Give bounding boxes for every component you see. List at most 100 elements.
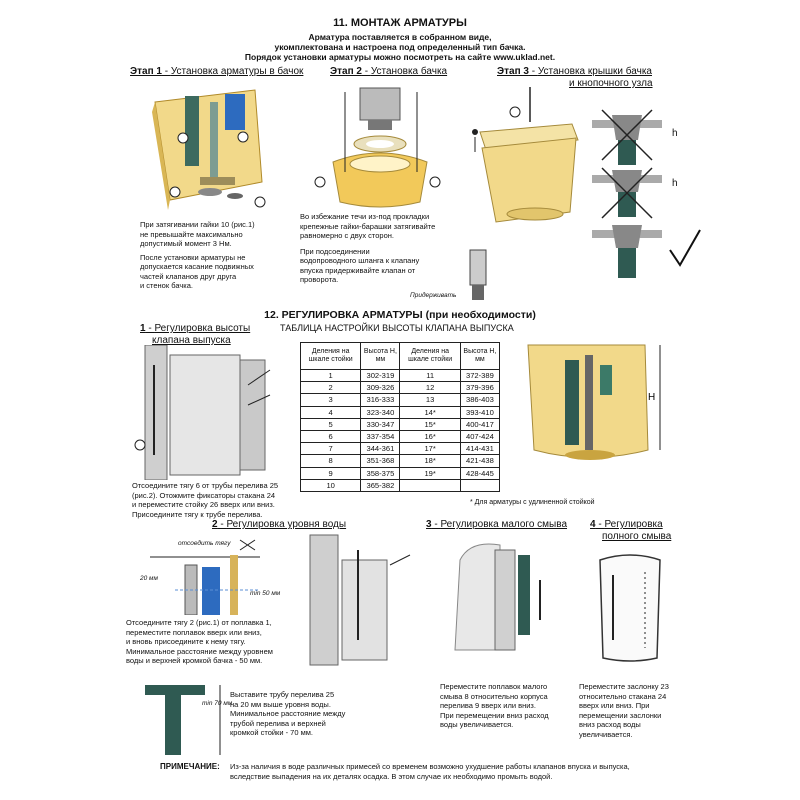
table-cell: 7 — [299, 442, 362, 456]
note-line: Минимальное расстояние между — [230, 709, 346, 718]
table-cell: 1 — [299, 368, 362, 383]
adj-1-num: 1 — [140, 323, 146, 334]
table-cell: 302-319 — [360, 368, 401, 383]
stage-1-num: Этап 1 — [130, 66, 162, 77]
adj-2-heading: 2 - Регулировка уровня воды — [212, 519, 346, 530]
note-line: При перемещении вниз расход — [440, 710, 549, 720]
note-line: перемещении заслонки — [579, 710, 662, 720]
col-header: Высота Н, мм — [360, 342, 401, 370]
remark-line: Из-за наличия в воде различных примесей … — [230, 762, 630, 771]
overflow-illustration — [309, 534, 411, 666]
col-header: Деления на шкале стойки — [299, 342, 362, 370]
adj-2-note: Отсоедините тягу 2 (рис.1) от поплавка 1… — [126, 618, 306, 666]
remark-label: ПРИМЕЧАНИЕ: — [160, 762, 220, 771]
adj-1-illustration — [134, 345, 271, 480]
adj-4-title: Регулировка — [604, 519, 663, 530]
table-cell: 386-403 — [459, 393, 501, 407]
table-cell: 400-417 — [459, 417, 501, 431]
table-cell: 358-375 — [360, 466, 401, 480]
note-line: переместите поплавок вверх или вниз, — [126, 627, 262, 637]
adj-3-illustration — [454, 543, 541, 651]
min70-illustration — [145, 685, 221, 755]
table-cell: 344-361 — [360, 442, 401, 456]
adj-3-num: 3 — [426, 519, 432, 530]
note-line: на 20 мм выше уровня воды. — [230, 699, 331, 709]
adj-1-note: Отсоедините тягу 6 от трубы перелива 25 … — [132, 481, 302, 519]
intro-line: Порядок установки арматуры можно посмотр… — [244, 52, 556, 62]
adj-1-heading: 1 - Регулировка высоты клапана выпуска — [140, 323, 250, 347]
remark-text: Из-за наличия в воде различных примесей … — [230, 762, 690, 781]
note-line: и стенок бачка. — [140, 281, 193, 290]
stage-1-heading: Этап 1 - Установка арматуры в бачок — [130, 66, 303, 77]
adj-4-note: Переместите заслонку 23 относительно ста… — [579, 682, 719, 739]
h-label: h — [672, 128, 678, 139]
check-icon — [669, 229, 701, 267]
table-cell: 8 — [299, 454, 362, 468]
note-line: допускается касание подвижных — [140, 262, 254, 271]
note-line: (рис.2). Отожмите фиксаторы стакана 24 — [132, 490, 276, 500]
table-cell: 379-396 — [459, 381, 501, 395]
note-line: Минимальное расстояние между уровнем — [126, 646, 273, 656]
stage-3-num: Этап 3 — [497, 66, 529, 77]
table-cell: 428-445 — [459, 466, 501, 480]
note-line: допустимый момент 3 Нм. — [140, 239, 232, 248]
table-cell: 2 — [299, 381, 362, 395]
table-cell: 4 — [299, 405, 362, 419]
table-cell: 13 — [399, 393, 461, 407]
table-cell: 19* — [399, 466, 461, 480]
table-cell — [399, 478, 461, 492]
table-cell: 309-326 — [360, 381, 401, 395]
sep: - — [361, 66, 371, 77]
note-line: Переместите поплавок малого — [440, 682, 548, 691]
table-cell: 372-389 — [459, 368, 501, 383]
note-line: вверх или вниз. При — [579, 701, 650, 710]
stage-2-num: Этап 2 — [330, 66, 362, 77]
note-line: При затягивании гайки 10 (рис.1) — [140, 220, 255, 229]
note-line: впуска придерживайте клапан от — [300, 265, 416, 275]
adj-3-title: Регулировка малого смыва — [440, 519, 568, 530]
adj-2-note-2: Выставите трубу перелива 25 на 20 мм выш… — [230, 690, 370, 738]
col-header: Высота Н, мм — [459, 342, 501, 370]
note-line: Отсоедините тягу 2 (рис.1) от поплавка 1… — [126, 618, 272, 627]
mm70-label: min 70 мм — [202, 700, 233, 707]
stage-1-title: Установка арматуры в бачок — [170, 66, 304, 77]
sep: - — [145, 323, 155, 334]
stage-2-title: Установка бачка — [370, 66, 448, 77]
note-line: водопроводного шланга к клапану — [300, 256, 420, 265]
note-line: и вновь присоедините к нему тягу. — [126, 637, 246, 646]
note-line: проворота. — [300, 275, 339, 284]
table-cell: 12 — [399, 381, 461, 395]
stage-2-heading: Этап 2 - Установка бачка — [330, 66, 447, 77]
table-cell: 414-431 — [459, 442, 501, 456]
sep: - — [595, 519, 605, 530]
sep: - — [528, 66, 538, 77]
note-line: крепежные гайки-барашки затягивайте — [300, 221, 436, 231]
table-cell — [459, 478, 501, 492]
table-cell: 9 — [299, 466, 362, 480]
table-title: ТАБЛИЦА НАСТРОЙКИ ВЫСОТЫ КЛАПАНА ВЫПУСКА — [280, 323, 514, 333]
hose-illustration — [469, 249, 487, 300]
note-line: Присоедините тягу к трубе перелива. — [132, 509, 263, 519]
table-cell: 3 — [299, 393, 362, 407]
stage-2-illustration — [314, 87, 441, 208]
section-11-intro: Арматура поставляется в собранном виде, … — [200, 32, 600, 62]
h-label: h — [672, 178, 678, 189]
table-cell: 6 — [299, 429, 362, 444]
table-cell: 14* — [399, 405, 461, 419]
note-line: При подсоединении — [300, 246, 370, 256]
table-cell: 323-340 — [360, 405, 401, 419]
adj-4-illustration — [599, 554, 661, 662]
adj-2-title: Регулировка уровня воды — [226, 519, 347, 530]
table-cell: 11 — [399, 368, 461, 383]
adj-4-num: 4 — [590, 519, 596, 530]
sep: - — [217, 519, 227, 530]
col-header: Деления на шкале стойки — [399, 342, 461, 370]
